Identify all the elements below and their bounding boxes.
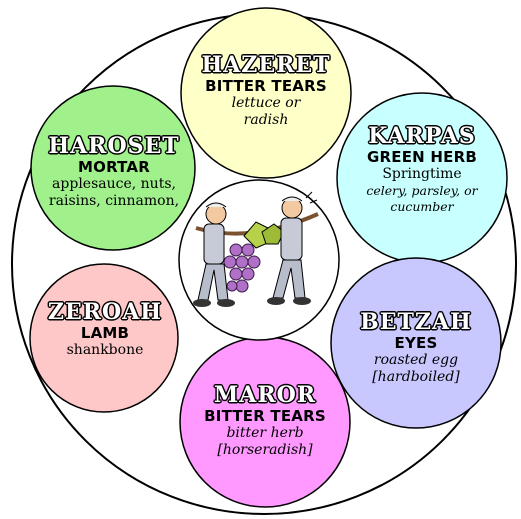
hazeret-desc-line1: lettuce or	[231, 95, 301, 111]
karpas-desc-line3: cucumber	[390, 199, 454, 214]
zeroah-desc-line1: shankbone	[66, 342, 144, 358]
karpas-name: KARPAS	[368, 123, 476, 149]
hazeret-meaning: BITTER TEARS	[205, 77, 327, 95]
center-picture	[178, 179, 340, 341]
betzah-desc-line2: [hardboiled]	[372, 369, 460, 385]
haroset-meaning: MORTAR	[78, 158, 150, 176]
karpas-desc-line2: celery, parsley, or	[366, 183, 478, 198]
haroset-desc-line2: raisins, cinnamon,	[48, 193, 180, 209]
haroset-label: HAROSET MORTAR applesauce, nuts, raisins…	[38, 134, 190, 210]
haroset-desc-line1: applesauce, nuts,	[52, 176, 176, 192]
hazeret-circle	[180, 7, 352, 179]
karpas-meaning: GREEN HERB	[367, 148, 477, 166]
betzah-circle	[330, 257, 502, 429]
karpas-desc-line1: Springtime	[382, 166, 462, 182]
hazeret-label: HAZERET BITTER TEARS lettuce or radish	[186, 53, 346, 129]
maror-label: MAROR BITTER TEARS bitter herb [horserad…	[183, 383, 347, 459]
hazeret-name: HAZERET	[201, 52, 331, 78]
karpas-label: KARPAS GREEN HERB Springtime celery, par…	[342, 124, 502, 215]
betzah-name: BETZAH	[360, 309, 472, 335]
maror-desc-line2: [horseradish]	[217, 442, 313, 458]
grape-bunch-icon	[223, 243, 261, 293]
betzah-label: BETZAH EYES roasted egg [hardboiled]	[338, 310, 494, 386]
hazeret-desc-line2: radish	[243, 112, 289, 128]
maror-meaning: BITTER TEARS	[204, 407, 326, 425]
maror-desc-line1: bitter herb	[226, 425, 304, 441]
zeroah-meaning: LAMB	[80, 324, 130, 342]
betzah-desc-line1: roasted egg	[373, 352, 459, 368]
right-man-icon	[267, 191, 318, 305]
haroset-circle	[30, 85, 196, 251]
haroset-name: HAROSET	[48, 133, 180, 159]
zeroah-name: ZEROAH	[47, 299, 163, 325]
left-man-icon	[193, 202, 235, 307]
grape-leaf-icon	[243, 221, 285, 249]
zeroah-circle	[29, 263, 179, 413]
betzah-meaning: EYES	[394, 334, 438, 352]
zeroah-label: ZEROAH LAMB shankbone	[34, 300, 176, 359]
maror-name: MAROR	[213, 382, 317, 408]
